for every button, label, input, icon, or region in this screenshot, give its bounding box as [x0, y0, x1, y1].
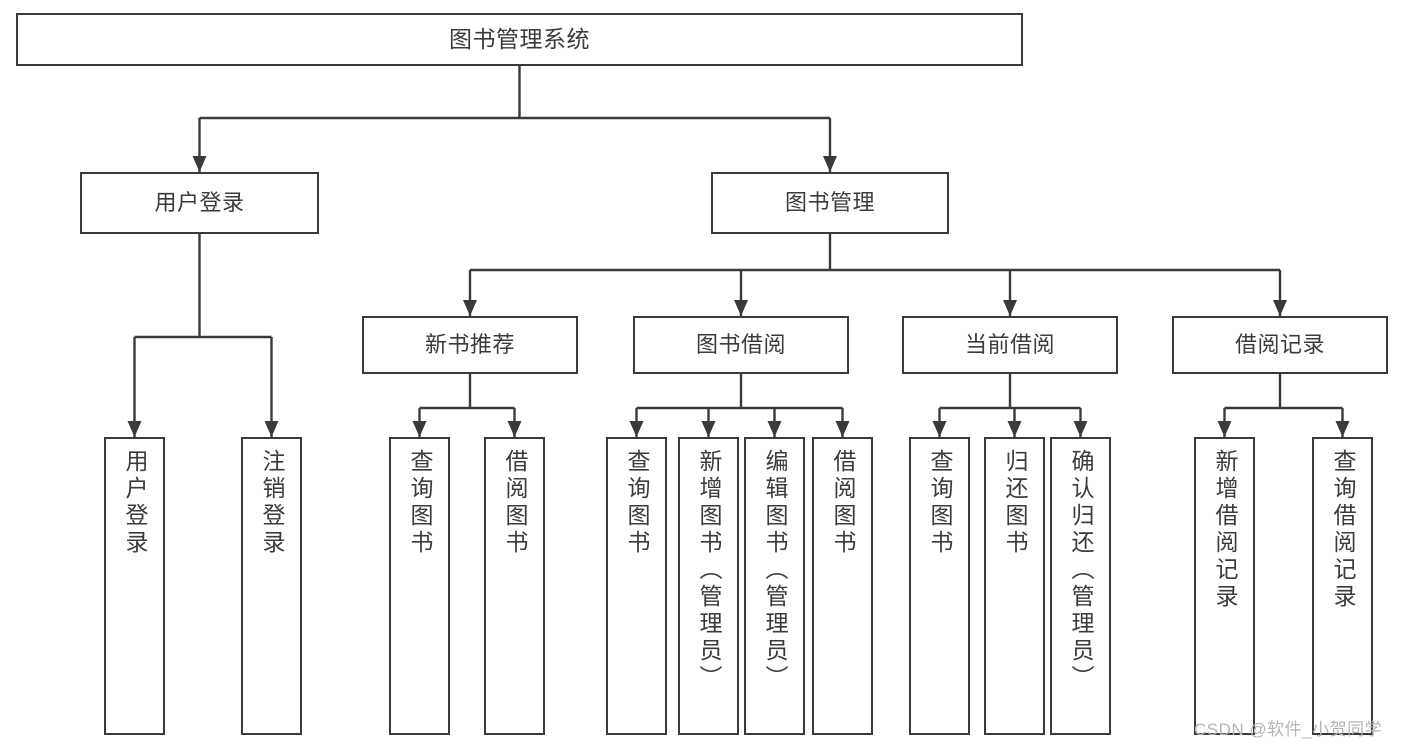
arrowhead-icon — [412, 421, 427, 437]
node-label: 新增借阅记录 — [1212, 449, 1238, 611]
node-label: 借阅图书 — [502, 449, 528, 557]
arrowhead-icon — [932, 421, 947, 437]
arrowhead-icon — [192, 156, 207, 172]
arrowhead-icon — [507, 421, 522, 437]
arrowhead-icon — [734, 300, 748, 316]
node-leaf-query-1[interactable]: 查询图书 — [389, 437, 450, 735]
arrowhead-icon — [767, 421, 782, 437]
node-book-borrow[interactable]: 图书借阅 — [633, 316, 849, 374]
node-label: 图书管理系统 — [449, 25, 590, 52]
node-leaf-borrow-2[interactable]: 借阅图书 — [812, 437, 873, 735]
node-leaf-logout[interactable]: 注销登录 — [241, 437, 302, 735]
node-label: 注销登录 — [259, 449, 285, 557]
arrowhead-icon — [1273, 300, 1287, 316]
node-leaf-confirm[interactable]: 确认归还（管理员） — [1050, 437, 1111, 735]
node-label: 借阅图书 — [830, 449, 856, 557]
node-label: 用户登录 — [154, 189, 245, 215]
node-label: 查询图书 — [927, 449, 953, 557]
arrowhead-icon — [835, 421, 850, 437]
node-leaf-edit-book[interactable]: 编辑图书（管理员） — [744, 437, 805, 735]
arrowhead-icon — [1003, 300, 1017, 316]
arrowhead-icon — [127, 421, 142, 437]
arrowhead-icon — [463, 300, 477, 316]
node-new-book-rec[interactable]: 新书推荐 — [362, 316, 578, 374]
arrowhead-icon — [823, 156, 837, 172]
node-label: 新书推荐 — [424, 331, 515, 357]
node-label: 归还图书 — [1002, 449, 1028, 557]
node-label: 图书借阅 — [695, 331, 786, 357]
node-leaf-add-book[interactable]: 新增图书（管理员） — [678, 437, 739, 735]
node-label: 确认归还（管理员） — [1068, 449, 1094, 692]
node-label: 编辑图书（管理员） — [762, 449, 788, 692]
node-label: 用户登录 — [122, 449, 148, 557]
node-leaf-query-rec[interactable]: 查询借阅记录 — [1312, 437, 1373, 735]
node-label: 新增图书（管理员） — [696, 449, 722, 692]
node-leaf-query-2[interactable]: 查询图书 — [606, 437, 667, 735]
arrowhead-icon — [1073, 421, 1088, 437]
node-current-borrow[interactable]: 当前借阅 — [902, 316, 1118, 374]
node-label: 查询借阅记录 — [1330, 449, 1356, 611]
arrowhead-icon — [1217, 421, 1232, 437]
node-label: 借阅记录 — [1234, 331, 1325, 357]
node-user-login[interactable]: 用户登录 — [80, 172, 319, 234]
arrowhead-icon — [1335, 421, 1350, 437]
node-book-manage[interactable]: 图书管理 — [711, 172, 949, 234]
node-leaf-add-rec[interactable]: 新增借阅记录 — [1194, 437, 1255, 735]
node-borrow-record[interactable]: 借阅记录 — [1172, 316, 1388, 374]
node-root[interactable]: 图书管理系统 — [16, 13, 1023, 66]
node-leaf-borrow-1[interactable]: 借阅图书 — [484, 437, 545, 735]
watermark: CSDN @软件_小贺同学 — [1194, 720, 1383, 739]
node-label: 图书管理 — [784, 189, 875, 215]
arrowhead-icon — [629, 421, 644, 437]
arrowhead-icon — [264, 421, 279, 437]
node-leaf-return[interactable]: 归还图书 — [984, 437, 1045, 735]
node-leaf-user-login[interactable]: 用户登录 — [104, 437, 165, 735]
arrowhead-icon — [701, 421, 716, 437]
node-label: 查询图书 — [624, 449, 650, 557]
arrowhead-icon — [1007, 421, 1022, 437]
node-label: 查询图书 — [407, 449, 433, 557]
node-leaf-query-3[interactable]: 查询图书 — [909, 437, 970, 735]
node-label: 当前借阅 — [964, 331, 1055, 357]
